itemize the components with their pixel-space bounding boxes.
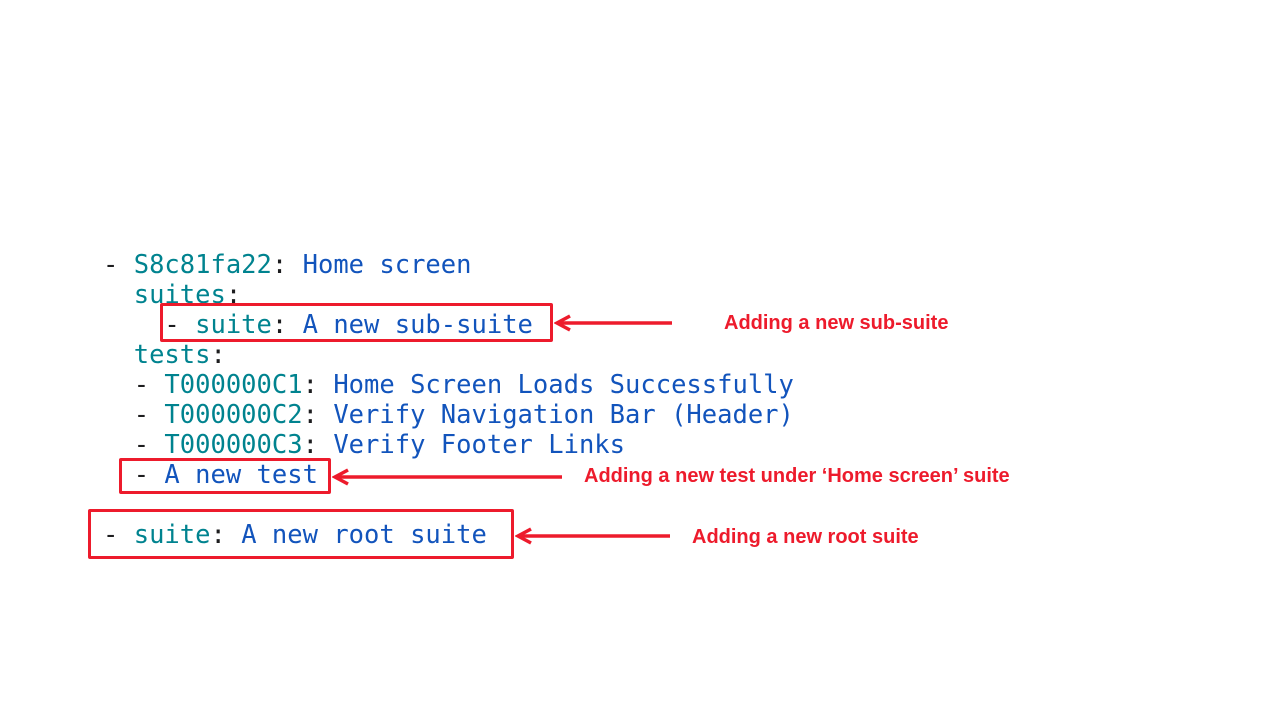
code-segment-key: T000000C3 [164, 430, 303, 460]
code-segment-value: A new sub-suite [302, 310, 533, 340]
highlight-box-root-suite [88, 509, 514, 559]
code-segment-punct: : [271, 250, 303, 280]
annotation-label-new-test: Adding a new test under ‘Home screen’ su… [584, 465, 1010, 487]
highlight-box-sub-suite [160, 303, 553, 342]
code-line: - suite: A new root suite [103, 520, 794, 550]
code-segment-punct: - [103, 520, 134, 550]
code-line: - T000000C1: Home Screen Loads Successfu… [103, 370, 794, 400]
code-segment-key: suite [133, 520, 211, 550]
code-segment-key: suite [195, 310, 272, 340]
highlight-box-new-test [119, 458, 331, 494]
code-segment-value: Home Screen Loads Successfully [333, 370, 794, 400]
code-line: - T000000C2: Verify Navigation Bar (Head… [103, 400, 794, 430]
code-segment-punct: - [103, 250, 134, 280]
code-segment-key: T000000C1 [164, 370, 303, 400]
code-segment-punct: : [302, 400, 334, 430]
annotation-label-root-suite: Adding a new root suite [692, 526, 919, 548]
code-line: - suite: A new sub-suite [103, 310, 794, 340]
code-segment-value: A new test [164, 460, 318, 490]
code-line: - T000000C3: Verify Footer Links [103, 430, 794, 460]
annotation-label-sub-suite: Adding a new sub-suite [724, 312, 949, 334]
code-segment-punct: : [210, 520, 242, 550]
code-segment-punct: - [103, 370, 165, 400]
code-segment-punct: - [103, 430, 165, 460]
code-segment-value: A new root suite [241, 520, 487, 550]
code-line: - A new test [103, 460, 794, 490]
code-segment-value: Home screen [302, 250, 472, 280]
code-segment-punct: : [302, 430, 334, 460]
arrow-left-icon [515, 527, 670, 545]
code-segment-punct: : [210, 340, 226, 370]
code-segment-punct [103, 340, 134, 370]
code-segment-punct: - [103, 400, 165, 430]
code-segment-value: Verify Navigation Bar (Header) [333, 400, 794, 430]
code-segment-key: T000000C2 [164, 400, 303, 430]
code-segment-punct: : [271, 310, 303, 340]
code-segment-punct: : [302, 370, 334, 400]
code-segment-punct: : [225, 280, 242, 310]
code-segment-punct: - [103, 310, 196, 340]
code-line: tests: [103, 340, 794, 370]
code-segment-key: S8c81fa22 [133, 250, 272, 280]
arrow-left-icon [554, 314, 672, 332]
code-segment-punct [103, 280, 134, 310]
yaml-code-block: - S8c81fa22: Home screen suites: - suite… [103, 250, 794, 550]
code-segment-punct: - [103, 460, 165, 490]
code-segment-key: tests [133, 340, 211, 370]
code-segment-value: Verify Footer Links [333, 430, 626, 460]
code-line: - S8c81fa22: Home screen [103, 250, 794, 280]
arrow-left-icon [332, 468, 562, 486]
